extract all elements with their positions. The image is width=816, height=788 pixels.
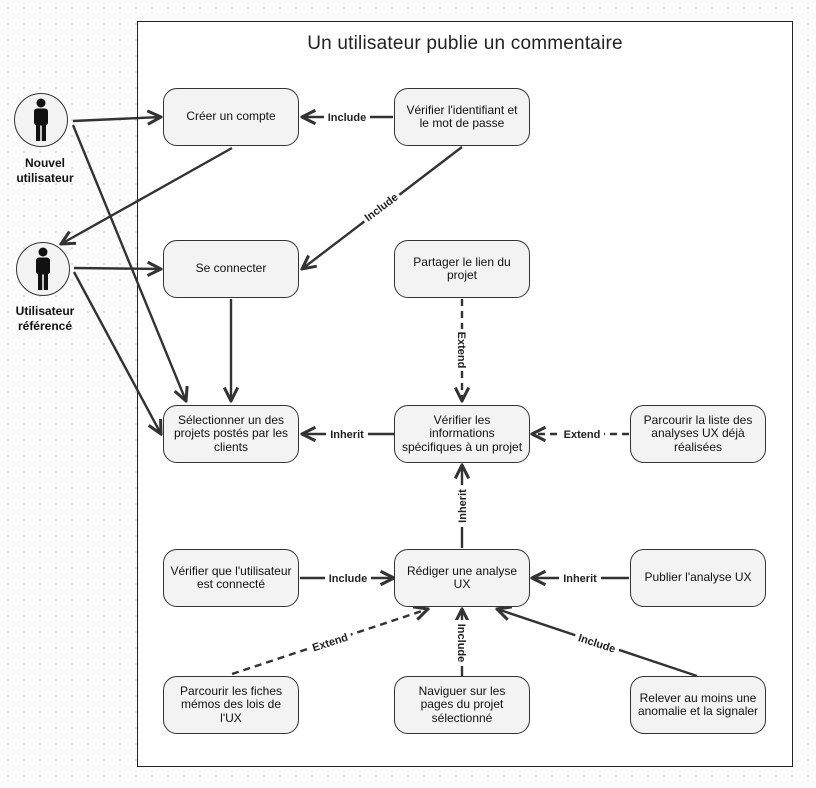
actor-nouvel-utilisateur — [14, 93, 68, 147]
person-icon — [36, 247, 50, 290]
usecase-naviguer-pages[interactable]: Naviguer sur les pages du projet sélecti… — [394, 676, 530, 734]
actor-label-nouvel: Nouvel utilisateur — [16, 156, 74, 185]
assoc-nouvel-selectionner — [71, 124, 186, 401]
label-extend-2: Extend — [564, 429, 601, 441]
person-icon — [34, 98, 48, 141]
label-include-1: Include — [328, 112, 367, 124]
label-include-3: Include — [329, 573, 368, 585]
usecase-verifier-connecte[interactable]: Vérifier que l'utilisateur est connecté — [163, 549, 299, 607]
actor-label-reference: Utilisateur référencé — [15, 304, 75, 333]
label-inherit-2: Inherit — [457, 489, 469, 523]
actor-utilisateur-reference — [16, 242, 70, 296]
diagram-title: Un utilisateur publie un commentaire — [307, 33, 623, 54]
usecase-creer-compte[interactable]: Créer un compte — [163, 88, 299, 146]
usecase-rediger-analyse[interactable]: Rédiger une analyse UX — [394, 549, 530, 607]
assoc-nouvel-creer — [72, 117, 161, 121]
label-inherit-1: Inherit — [330, 429, 364, 441]
usecase-parcourir-analyses[interactable]: Parcourir la liste des analyses UX déjà … — [630, 405, 766, 463]
usecase-publier-analyse[interactable]: Publier l'analyse UX — [630, 549, 766, 607]
usecase-verifier-infos[interactable]: Vérifier les informations spécifiques à … — [394, 405, 530, 463]
usecase-verifier-identifiant[interactable]: Vérifier l'identifiant et le mot de pass… — [394, 88, 530, 146]
assoc-reference-selectionner — [72, 271, 161, 434]
assoc-reference-connecter — [73, 268, 161, 269]
actor-associations — [61, 117, 232, 434]
label-inherit-3: Inherit — [563, 573, 597, 585]
usecase-se-connecter[interactable]: Se connecter — [163, 240, 299, 298]
label-include-4: Include — [455, 624, 467, 663]
usecase-relever-anomalie[interactable]: Relever au moins une anomalie et la sign… — [630, 676, 766, 734]
label-extend-1: Extend — [455, 332, 467, 369]
assoc-creer-reference — [61, 146, 233, 244]
usecase-selectionner-projet[interactable]: Sélectionner un des projets postés par l… — [163, 405, 299, 463]
extend-fiches-rediger — [231, 609, 428, 676]
usecase-partager-lien[interactable]: Partager le lien du projet — [394, 240, 530, 298]
usecase-parcourir-fiches[interactable]: Parcourir les fiches mémos des lois de l… — [163, 676, 299, 734]
